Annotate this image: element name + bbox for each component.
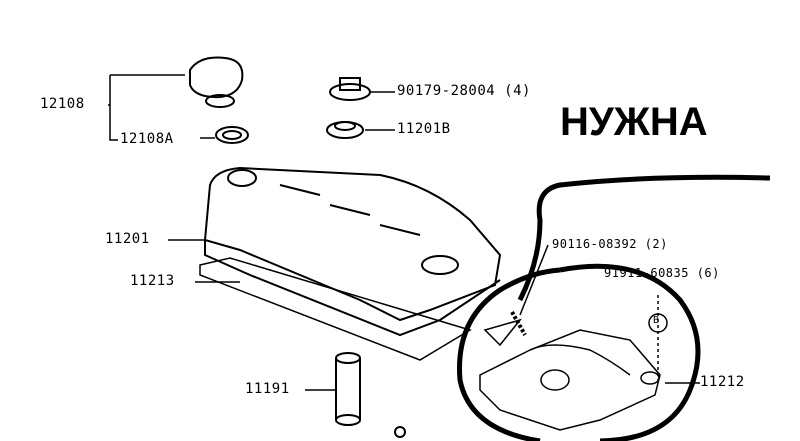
label-bolt: 91911-60835 (6) <box>604 266 720 280</box>
label-cover-part: 11212 <box>700 374 745 390</box>
tube-drawing <box>335 352 406 438</box>
label-oil-cap: 12108 <box>40 96 85 112</box>
leader-lines <box>108 74 700 391</box>
label-nut: 90179-28004 (4) <box>397 83 531 99</box>
stud-bolt-drawing <box>510 311 527 336</box>
bolt-ref-mark: B <box>653 315 660 326</box>
cylinder-head-cover-drawing <box>203 166 502 337</box>
label-stud-bolt: 90116-08392 (2) <box>552 237 668 251</box>
label-cover-gasket: 11213 <box>130 273 175 289</box>
oil-cap-drawing <box>189 56 249 144</box>
label-grommet: 11201B <box>397 121 451 137</box>
annotation-text: НУЖНА <box>560 100 708 144</box>
bolt-marker-icon <box>648 313 668 333</box>
label-cylinder-head-cover: 11201 <box>105 231 150 247</box>
label-oil-cap-gasket: 12108A <box>120 131 174 147</box>
highlight-circle <box>457 263 701 441</box>
cover-gasket-drawing <box>199 257 472 361</box>
cover-part-drawing <box>479 318 661 431</box>
highlight-pointer-line <box>517 174 771 302</box>
nut-grommet-drawing <box>326 77 371 139</box>
label-tube: 11191 <box>245 381 290 397</box>
